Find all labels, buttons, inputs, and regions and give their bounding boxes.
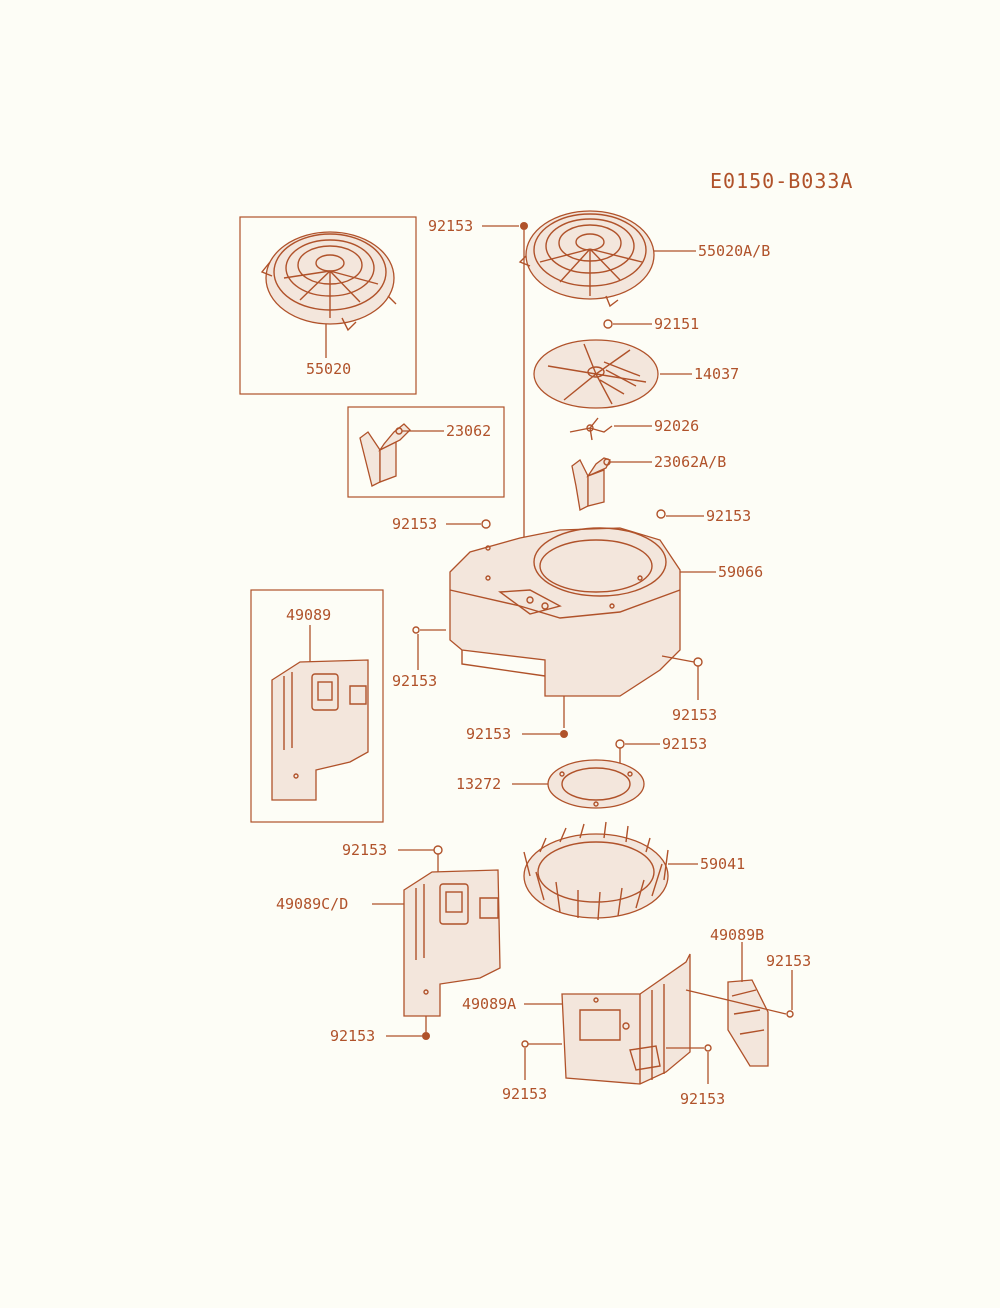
bolt-icon bbox=[704, 1044, 712, 1052]
shroud-49089-part bbox=[271, 659, 369, 801]
label-14037: 14037 bbox=[694, 365, 739, 383]
label-92153-bottom-1: 92153 bbox=[330, 1027, 375, 1045]
label-92153-bottom-4: 92153 bbox=[680, 1090, 725, 1108]
shroud-49089b-part bbox=[727, 979, 769, 1067]
bolt-icon bbox=[560, 730, 568, 738]
inset-box-49089 bbox=[250, 589, 384, 823]
label-92153-bottom-2: 92153 bbox=[766, 952, 811, 970]
diagram-code: E0150-B033A bbox=[710, 169, 853, 193]
label-92153-right-2: 92153 bbox=[672, 706, 717, 724]
label-23062ab: 23062A/B bbox=[654, 453, 726, 471]
bolt-icon bbox=[656, 509, 666, 519]
label-92153-top: 92153 bbox=[428, 217, 473, 235]
label-92153-center-3: 92153 bbox=[342, 841, 387, 859]
label-92153-left-1: 92153 bbox=[392, 515, 437, 533]
bolt-icon bbox=[520, 222, 528, 230]
clip-92026-part bbox=[569, 417, 613, 441]
bolt-icon bbox=[422, 1032, 430, 1040]
bolt-icon bbox=[412, 626, 420, 634]
label-49089b: 49089B bbox=[710, 926, 764, 944]
label-92153-bottom-3: 92153 bbox=[502, 1085, 547, 1103]
label-59041: 59041 bbox=[700, 855, 745, 873]
bolt-icon bbox=[603, 319, 613, 329]
label-92153-left-2: 92153 bbox=[392, 672, 437, 690]
plate-13272-part bbox=[547, 759, 645, 809]
bolt-icon bbox=[615, 739, 625, 749]
bracket-23062ab-part bbox=[571, 457, 611, 511]
bolt-icon bbox=[521, 1040, 529, 1048]
label-23062: 23062 bbox=[446, 422, 491, 440]
screen-55020-part bbox=[260, 231, 397, 332]
shroud-49089cd-part bbox=[403, 869, 501, 1017]
inset-box-55020 bbox=[239, 216, 417, 395]
label-49089cd: 49089C/D bbox=[276, 895, 348, 913]
shroud-49089a-part bbox=[561, 953, 691, 1085]
housing-59066-part bbox=[449, 527, 681, 697]
bracket-23062-part bbox=[359, 423, 411, 487]
bolt-icon bbox=[786, 1010, 794, 1018]
flywheel-59041-part bbox=[523, 821, 669, 921]
fan-14037-part bbox=[533, 339, 659, 409]
bolt-icon bbox=[693, 657, 703, 667]
screen-55020ab-part bbox=[518, 210, 655, 308]
label-49089a: 49089A bbox=[462, 995, 516, 1013]
label-13272: 13272 bbox=[456, 775, 501, 793]
inset-box-23062 bbox=[347, 406, 505, 498]
label-92026: 92026 bbox=[654, 417, 699, 435]
bolt-icon bbox=[481, 519, 491, 529]
label-59066: 59066 bbox=[718, 563, 763, 581]
label-49089: 49089 bbox=[286, 606, 331, 624]
label-92153-center-1: 92153 bbox=[466, 725, 511, 743]
bolt-icon bbox=[433, 845, 443, 855]
label-92153-center-2: 92153 bbox=[662, 735, 707, 753]
label-55020: 55020 bbox=[306, 360, 351, 378]
label-92153-right-1: 92153 bbox=[706, 507, 751, 525]
label-92151: 92151 bbox=[654, 315, 699, 333]
label-55020ab: 55020A/B bbox=[698, 242, 770, 260]
